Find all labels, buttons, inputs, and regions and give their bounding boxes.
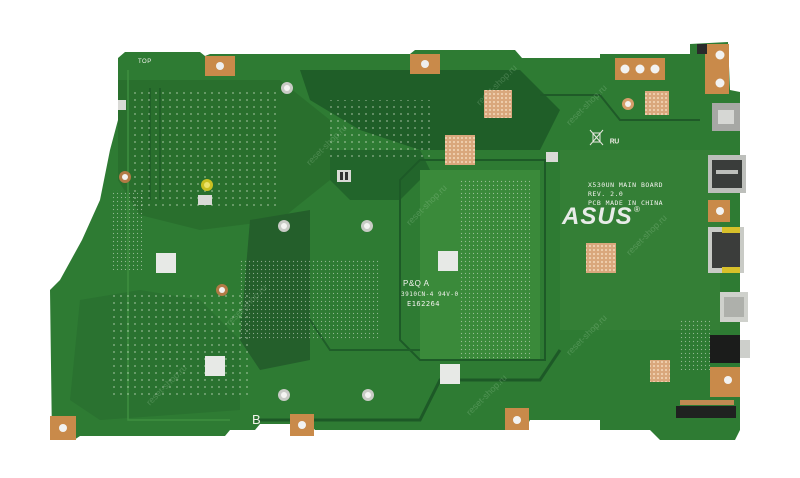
screw-hole <box>622 98 634 110</box>
ul-mark: ᴿᵁ <box>610 138 620 149</box>
asus-logo: ASUS <box>562 203 633 230</box>
bga-pad <box>645 91 669 115</box>
dc-power-jack <box>712 103 740 131</box>
mounting-pad <box>50 416 76 440</box>
weee-symbol <box>589 129 604 146</box>
screw-hole <box>278 389 290 401</box>
bga-pad <box>650 360 670 382</box>
ul-number-label: E162264 <box>407 300 441 308</box>
mounting-pad <box>708 200 730 222</box>
mounting-pad <box>290 414 314 436</box>
bga-pad <box>586 243 616 273</box>
board-model-label: X530UN MAIN BOARD <box>588 181 664 189</box>
bga-pad <box>445 135 475 165</box>
bga-pad <box>484 90 512 118</box>
mounting-pad <box>410 54 440 74</box>
mounting-pad <box>205 56 235 76</box>
thermal-pad <box>156 253 176 273</box>
screw-hole <box>361 220 373 232</box>
revision-label: REV. 2.0 <box>588 190 624 198</box>
manufacturer-label: P&Q A <box>403 279 430 288</box>
mounting-pad <box>615 58 665 80</box>
registered-mark: ® <box>634 205 640 214</box>
small-connector <box>546 152 558 162</box>
small-connector <box>337 170 351 182</box>
top-label: TOP <box>138 59 152 65</box>
bottom-label: B <box>252 412 261 427</box>
usb-type-c-port <box>708 155 746 193</box>
mounting-pad <box>505 408 529 430</box>
screw-hole <box>362 389 374 401</box>
origin-label: PCB MADE IN CHINA <box>588 199 664 207</box>
mounting-pad <box>710 367 740 397</box>
thermal-pad <box>205 356 225 376</box>
screw-hole <box>216 284 228 296</box>
thermal-pad <box>438 251 458 271</box>
small-connector <box>198 195 212 205</box>
small-connector <box>697 44 707 54</box>
hdmi-port <box>708 227 744 273</box>
mounting-pad <box>705 44 729 94</box>
rating-label: 3910CN-4 94V-0 <box>401 291 459 298</box>
small-connector <box>118 100 126 110</box>
yellow-test-point <box>201 179 213 191</box>
ffc-connector <box>676 400 736 418</box>
thermal-pad <box>440 364 460 384</box>
audio-jack <box>710 335 750 363</box>
screw-hole <box>278 220 290 232</box>
usb-a-port <box>720 292 748 322</box>
screw-hole <box>119 171 131 183</box>
screw-hole <box>281 82 293 94</box>
